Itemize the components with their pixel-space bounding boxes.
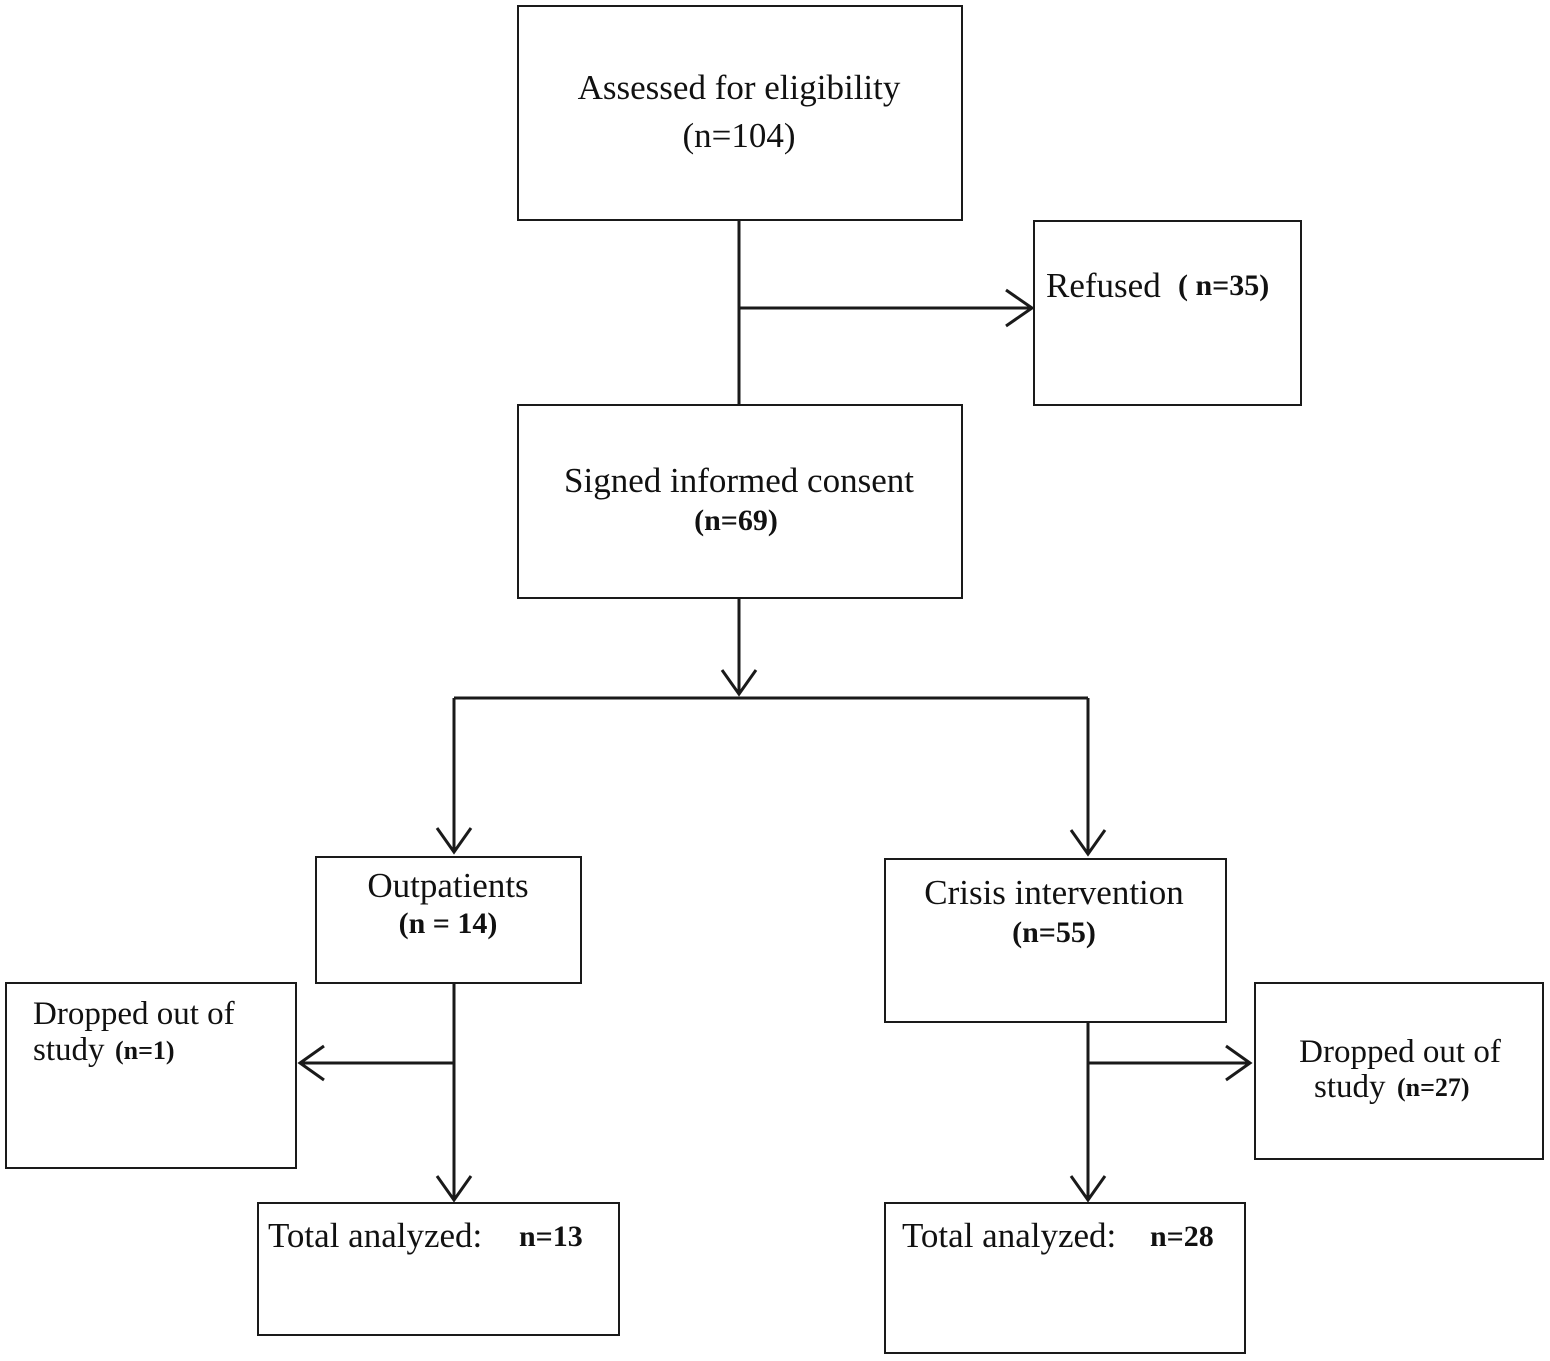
arrowhead-total-right [1069,1175,1107,1203]
node-dropped-right-count: (n=27) [1397,1073,1470,1102]
arrowhead-split [720,669,758,697]
node-dropped-right-line1: Dropped out of [1299,1034,1501,1070]
node-assessed [517,5,963,221]
arrowhead-crisis [1069,829,1107,857]
node-dropped-left-count: (n=1) [115,1036,175,1065]
node-assessed-count: (n=104) [682,116,796,155]
node-dropped-left-line2: study [33,1032,105,1068]
node-total-left-count: n=13 [519,1220,583,1253]
node-total-right [884,1202,1246,1354]
node-outpatients [315,856,582,984]
node-consent [517,404,963,599]
node-total-left [257,1202,620,1336]
arrowhead-total-left [435,1175,473,1203]
arrowhead-refused [1005,288,1035,328]
node-refused [1033,220,1302,406]
node-dropped-right-line2: study [1314,1069,1386,1105]
node-total-right-count: n=28 [1150,1220,1214,1253]
node-consent-label: Signed informed consent [564,461,914,500]
arrowhead-outpatients [435,827,473,855]
node-consent-count: (n=69) [694,504,778,537]
node-outpatients-count: (n = 14) [398,907,498,940]
node-crisis [884,858,1227,1023]
node-dropped-left [5,982,297,1169]
node-outpatients-label: Outpatients [367,866,529,905]
arrowhead-dropped-right [1225,1044,1253,1082]
node-dropped-right [1254,982,1544,1160]
node-refused-label: Refused [1046,266,1161,305]
node-crisis-count: (n=55) [1012,916,1096,949]
node-crisis-label: Crisis intervention [924,873,1184,912]
node-assessed-label: Assessed for eligibility [577,68,901,107]
arrowhead-dropped-left [297,1044,325,1082]
node-total-right-label: Total analyzed: [902,1216,1117,1255]
node-total-left-label: Total analyzed: [268,1216,483,1255]
node-refused-count: ( n=35) [1178,269,1270,302]
node-dropped-left-line1: Dropped out of [33,996,235,1032]
